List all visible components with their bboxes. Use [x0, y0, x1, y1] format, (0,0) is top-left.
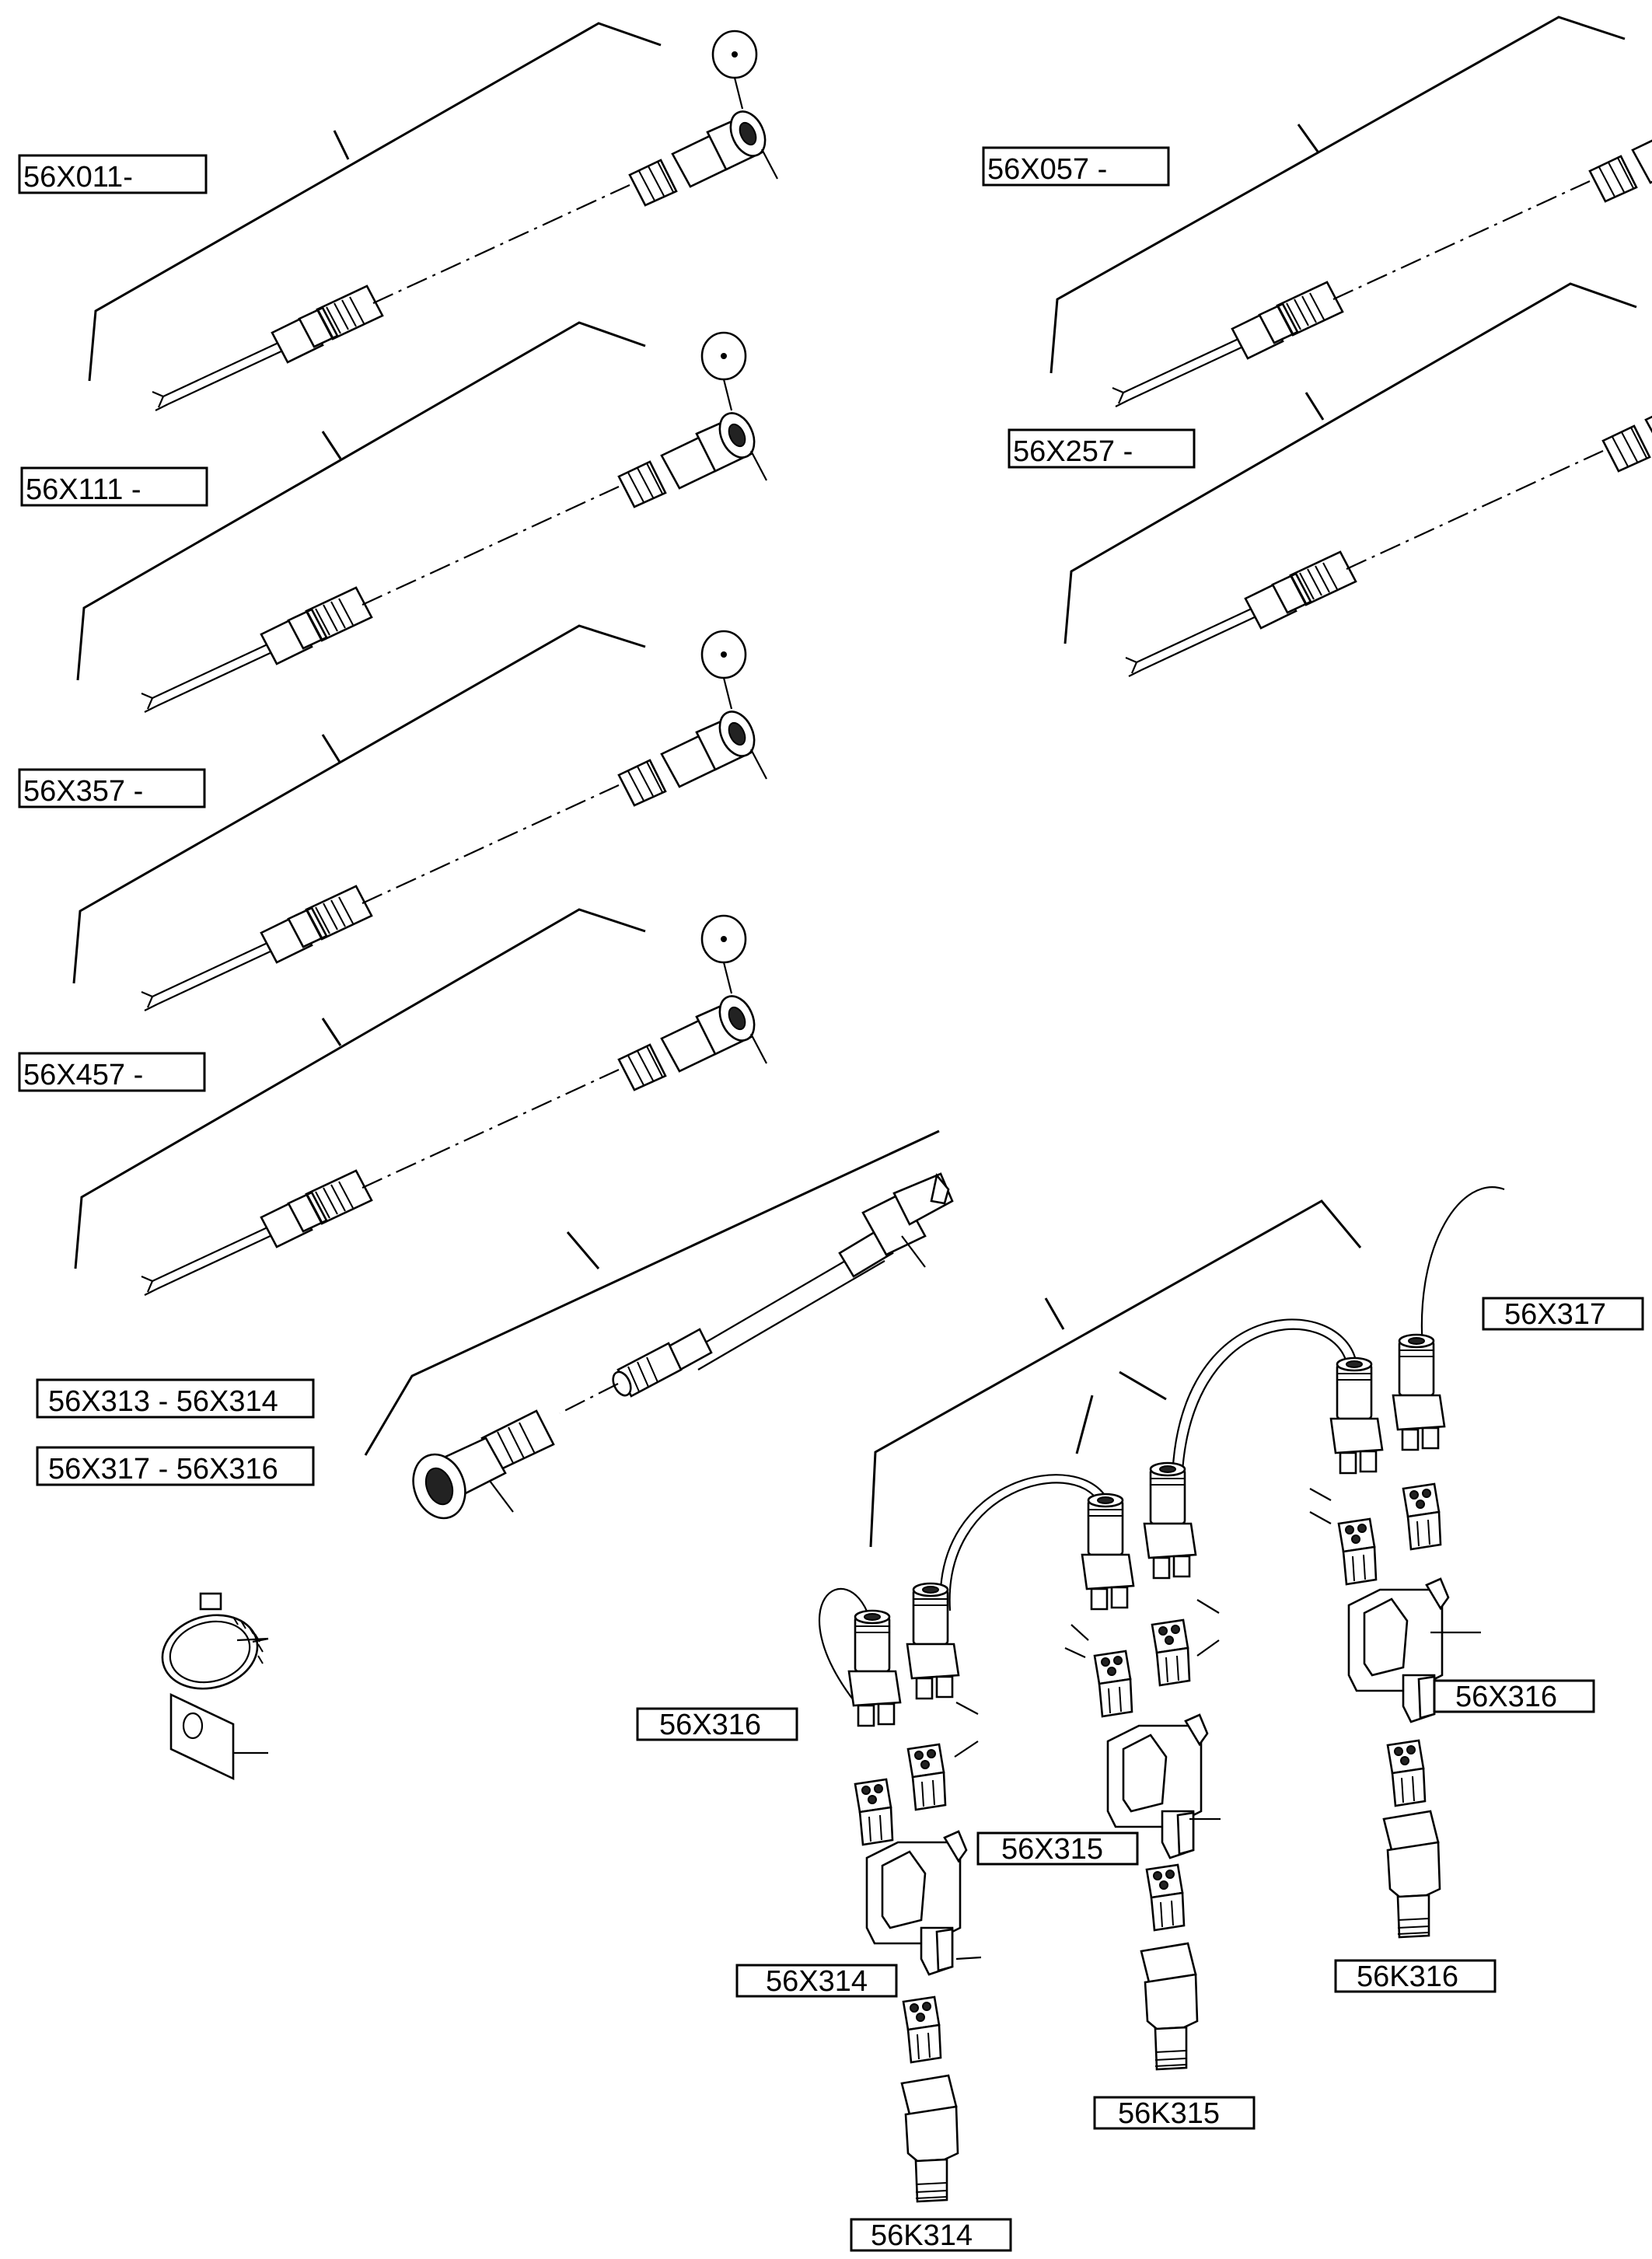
- label-box-56x316-left: [636, 1707, 798, 1741]
- connector-56x315-plug-a: [1081, 1493, 1135, 1611]
- label-box-56x057: [982, 146, 1170, 187]
- sensor-56k316: [1382, 1810, 1441, 1939]
- bracket-56x313: [364, 1130, 940, 1456]
- housing-56x314: [865, 1830, 968, 1976]
- insert-56k315: [1145, 1863, 1186, 1932]
- insert-56k316: [1386, 1739, 1427, 1807]
- insert-56k314: [902, 1995, 942, 2064]
- label-box-56x457: [18, 1052, 206, 1092]
- sensor-assembly-56x011: [151, 30, 779, 412]
- insert-56x316-b: [1402, 1482, 1442, 1551]
- connector-56x314-plug: [906, 1582, 960, 1700]
- label-56x315: 56X315: [1001, 1833, 1103, 1866]
- loop-cable-3: [819, 1587, 871, 1703]
- loop-cable-2b: [1180, 1328, 1349, 1503]
- label-box-56x313-56x314: [36, 1378, 315, 1419]
- sensor-56k315: [1140, 1942, 1199, 2071]
- loop-cable-2: [1171, 1318, 1358, 1501]
- label-box-56k314: [850, 2218, 1012, 2252]
- connector-56x317-plug: [1392, 1333, 1446, 1451]
- label-56x313-56x314: 56X313 - 56X314: [48, 1385, 278, 1418]
- label-56x457: 56X457 -: [23, 1059, 143, 1091]
- connector-56x316-left-plug: [847, 1609, 902, 1727]
- label-56x317-56x316: 56X317 - 56X316: [48, 1453, 278, 1486]
- label-box-56k315: [1093, 2096, 1256, 2130]
- label-56x316-left: 56X316: [659, 1709, 761, 1741]
- insert-56x315-b: [1151, 1618, 1191, 1687]
- insert-56x316-a: [1337, 1517, 1378, 1586]
- leader-lines: [236, 1488, 1481, 1960]
- label-box-56k316: [1334, 1959, 1497, 1993]
- sensor-assembly-56x057: [1111, 26, 1652, 408]
- connector-56x315-plug-b: [1143, 1461, 1197, 1580]
- label-box-56x317: [1482, 1297, 1644, 1331]
- label-box-56x257: [1008, 428, 1196, 469]
- insert-56x315-a: [1093, 1650, 1133, 1718]
- insert-56x314-a: [906, 1743, 947, 1811]
- label-56k316: 56K316: [1357, 1960, 1458, 1993]
- label-56x316-right: 56X316: [1455, 1681, 1557, 1713]
- label-56x317: 56X317: [1504, 1298, 1606, 1331]
- label-56x314: 56X314: [766, 1965, 868, 1998]
- loop-cable-4: [1420, 1186, 1505, 1349]
- label-56x257: 56X257 -: [1013, 435, 1133, 468]
- label-box-56x011: [18, 154, 208, 194]
- insert-56x314-b: [854, 1778, 894, 1846]
- sensor-56k314: [900, 2074, 959, 2203]
- label-56x357: 56X357 -: [23, 775, 143, 808]
- bracket-56x011: [88, 22, 662, 382]
- harness-assembly-56x313: [412, 1172, 954, 1520]
- loop-cable-1: [939, 1474, 1109, 1610]
- loop-cable-1b: [948, 1482, 1099, 1611]
- bracket-56x111: [76, 321, 646, 681]
- bracket-56x314-cluster: [869, 1199, 1362, 1548]
- cable-tie: [161, 1592, 269, 1690]
- label-box-56x317-56x316: [36, 1446, 315, 1486]
- label-56x011: 56X011-: [23, 161, 133, 194]
- label-box-56x315: [976, 1831, 1139, 1866]
- label-box-56x357: [18, 768, 206, 808]
- label-56k315: 56K315: [1118, 2097, 1220, 2130]
- label-box-56x316-right: [1433, 1679, 1595, 1713]
- label-56x111: 56X111 -: [26, 473, 141, 506]
- label-box-56x111: [20, 466, 208, 507]
- label-box-56x314: [735, 1964, 898, 1998]
- bracket-56x257: [1063, 282, 1637, 644]
- sensor-assembly-56x111: [140, 331, 768, 714]
- bracket-56x357: [72, 624, 646, 984]
- sensor-assembly-56x457: [140, 914, 768, 1297]
- clip-plate: [169, 1692, 268, 1781]
- label-56x057: 56X057 -: [987, 153, 1107, 186]
- bracket-56x457: [74, 908, 646, 1269]
- label-56k314: 56K314: [871, 2219, 973, 2252]
- connector-56x316-plug: [1329, 1356, 1384, 1475]
- sensor-assembly-56x357: [140, 630, 768, 1012]
- bracket-56x057: [1050, 16, 1626, 374]
